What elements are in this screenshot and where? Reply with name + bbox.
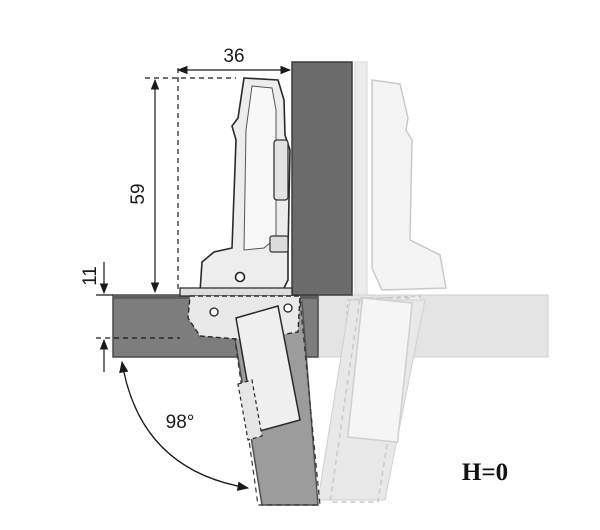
height-dimension-label: 59 bbox=[128, 183, 149, 204]
cup-pivot-2 bbox=[283, 303, 293, 313]
cup-pivot-1 bbox=[209, 307, 219, 317]
opening-angle: 98° bbox=[119, 360, 250, 491]
dimension-height: 59 bbox=[128, 77, 236, 294]
ghost-closed-position bbox=[317, 61, 549, 503]
door-panel bbox=[291, 61, 353, 296]
ghost-hinge-arm bbox=[371, 79, 447, 291]
hinge-base bbox=[179, 287, 293, 297]
dimension-offset: 11 bbox=[80, 262, 180, 372]
ghost-door-plate bbox=[346, 296, 414, 444]
hinge-screw bbox=[234, 271, 246, 283]
dimension-width: 36 bbox=[176, 46, 292, 290]
angle-label: 98° bbox=[166, 412, 195, 433]
overlay-label: H=0 bbox=[462, 459, 508, 486]
hinge-adjust-block bbox=[269, 235, 289, 253]
ghost-door-panel bbox=[354, 61, 368, 296]
hinge-arm-inner bbox=[243, 85, 277, 251]
ghost-open-door-outline bbox=[329, 297, 411, 503]
hinge-clip bbox=[273, 139, 289, 201]
width-dimension-label: 36 bbox=[223, 46, 244, 67]
offset-dimension-label: 11 bbox=[80, 266, 101, 286]
